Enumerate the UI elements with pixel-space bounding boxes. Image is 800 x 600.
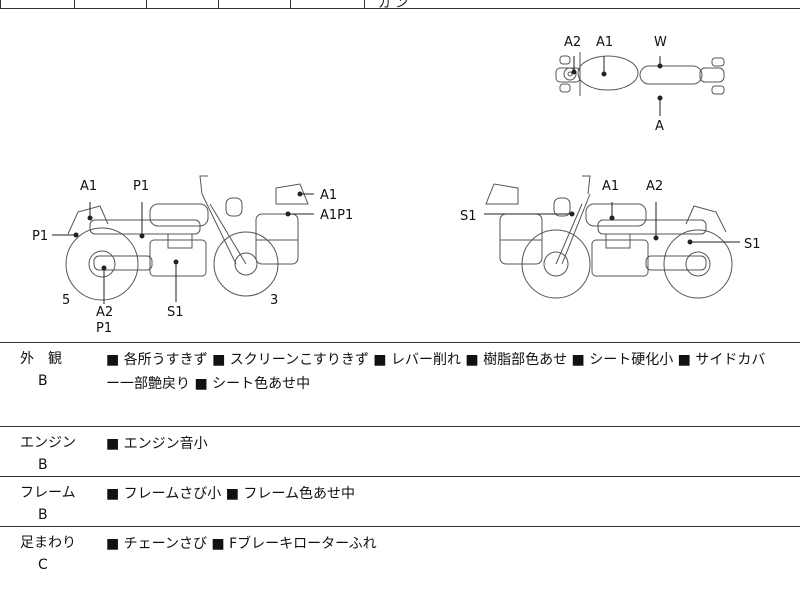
section-frame: フレーム B ■ フレームさび小 ■ フレーム色あせ中 (0, 476, 800, 526)
label-s1-right-left: S1 (460, 209, 477, 224)
section-key: フレーム (20, 485, 76, 501)
section-notes-line2: ー一部艶戻り ■ シート色あせ中 (106, 376, 311, 392)
section-grade: B (38, 373, 48, 389)
label-a2-right: A2 (646, 179, 663, 194)
section-key: 足まわり (20, 535, 76, 551)
label-w-top: W (654, 35, 667, 50)
label-p1-left: P1 (32, 229, 48, 244)
label-s1-left: S1 (167, 305, 184, 320)
label-p1-left-top: P1 (133, 179, 149, 194)
motorcycle-diagram-svg: A2 A1 W A A1 P1 P1 A1 A1P1 5 A2 P1 S1 3 … (32, 35, 761, 336)
row-separator (0, 476, 800, 477)
table-cell-border (218, 0, 219, 8)
section-notes-line1: ■ 各所うすきず ■ スクリーンこすりきず ■ レバー削れ ■ 樹脂部色あせ ■… (106, 352, 766, 368)
left-view-motorcycle (65, 175, 309, 301)
section-notes: ■ チェーンさび ■ Fブレーキローターふれ (106, 536, 377, 552)
label-s1-right: S1 (744, 237, 761, 252)
section-notes: ■ フレームさび小 ■ フレーム色あせ中 (106, 486, 355, 502)
section-grade: B (38, 457, 48, 473)
label-a1-left: A1 (80, 179, 97, 194)
table-cell-border (290, 0, 291, 8)
table-line (0, 8, 800, 9)
row-separator (0, 426, 800, 427)
damage-diagram: A2 A1 W A A1 P1 P1 A1 A1P1 5 A2 P1 S1 3 … (0, 8, 800, 343)
top-fragment-text: ガ ン (378, 0, 409, 11)
section-appearance: 外 観 B ■ 各所うすきず ■ スクリーンこすりきず ■ レバー削れ ■ 樹脂… (0, 342, 800, 426)
section-engine: エンジン B ■ エンジン音小 (0, 426, 800, 476)
section-notes: ■ エンジン音小 (106, 436, 208, 452)
label-3: 3 (270, 293, 278, 308)
section-suspension: 足まわり C ■ チェーンさび ■ Fブレーキローターふれ (0, 526, 800, 600)
label-a1-right: A1 (602, 179, 619, 194)
section-grade: C (38, 557, 48, 573)
row-separator (0, 526, 800, 527)
label-a2-left: A2 (96, 305, 113, 320)
section-key: エンジン (20, 435, 76, 451)
table-cell-border (0, 0, 1, 8)
label-a2-top: A2 (564, 35, 581, 50)
label-a1-top: A1 (596, 35, 613, 50)
label-p1-left-bottom: P1 (96, 321, 112, 336)
table-cell-border (364, 0, 365, 8)
right-view-motorcycle (485, 175, 733, 299)
label-a1-box: A1 (320, 188, 337, 203)
table-cell-border (146, 0, 147, 8)
table-cell-border (74, 0, 75, 8)
section-grade: B (38, 507, 48, 523)
section-key: 外 観 (20, 351, 62, 367)
label-a1p1: A1P1 (320, 208, 353, 223)
section-notes: ■ 各所うすきず ■ スクリーンこすりきず ■ レバー削れ ■ 樹脂部色あせ ■… (106, 348, 796, 396)
top-table-edge: ガ ン (0, 0, 800, 11)
label-a-top: A (655, 119, 664, 134)
top-view-motorcycle (555, 52, 725, 96)
label-5: 5 (62, 293, 70, 308)
